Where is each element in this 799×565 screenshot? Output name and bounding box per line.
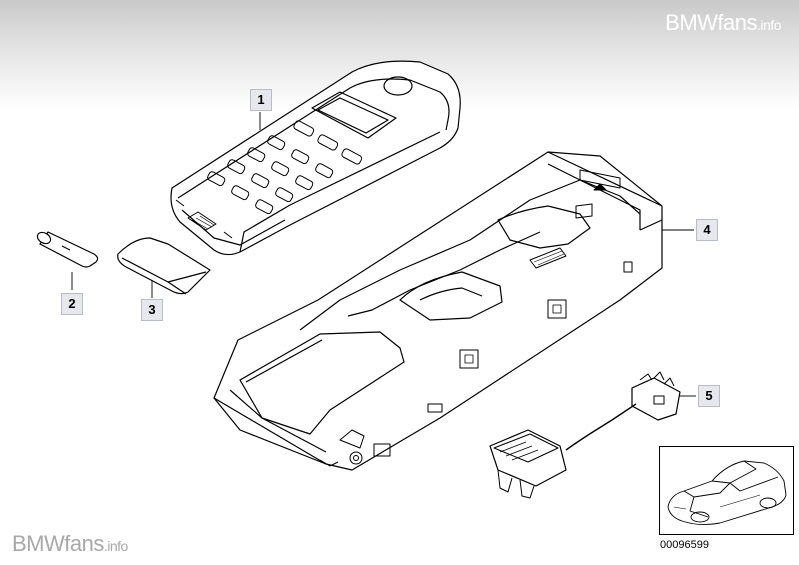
watermark-top-main: BMWfans	[665, 10, 758, 35]
cover-part-illustration	[117, 237, 211, 295]
watermark-top: BMWfans.info	[665, 10, 781, 36]
cradle-illustration	[213, 151, 663, 471]
car-icon	[667, 460, 787, 526]
callout-2: 2	[61, 293, 83, 315]
watermark-bottom: BMWfans.info	[12, 531, 128, 557]
callout-4: 4	[696, 219, 718, 241]
part-number: 00096599	[660, 539, 709, 551]
watermark-top-suffix: .info	[757, 17, 781, 33]
leader-lines	[71, 112, 696, 397]
callout-5: 5	[698, 385, 720, 407]
handset-illustration	[170, 60, 461, 256]
callout-3: 3	[141, 299, 163, 321]
callout-1: 1	[250, 89, 272, 111]
watermark-bottom-suffix: .info	[103, 538, 128, 554]
watermark-bottom-main: BMWfans	[12, 531, 104, 556]
vehicle-thumbnail	[659, 446, 794, 535]
cylinder-part-illustration	[36, 231, 99, 268]
cable-illustration	[489, 371, 681, 499]
